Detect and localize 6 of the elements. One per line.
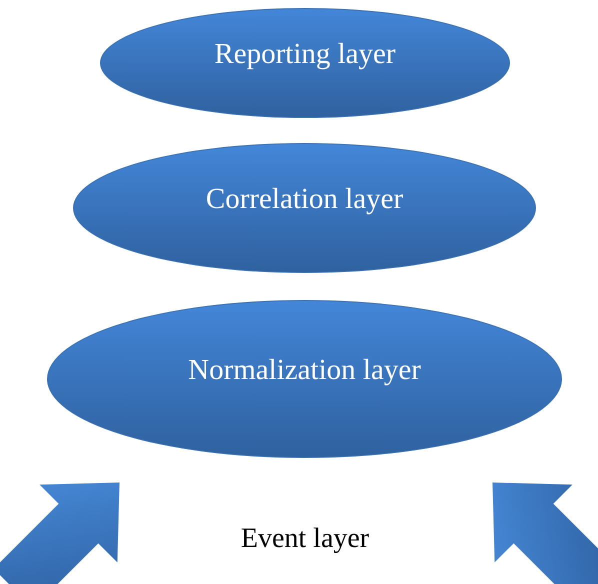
layer-label: Reporting layer bbox=[214, 40, 396, 72]
block-arrow bbox=[0, 482, 120, 584]
layer-label: Event layer bbox=[240, 525, 370, 553]
block-arrow bbox=[492, 482, 598, 584]
layer-label: Normalization layer bbox=[188, 356, 421, 388]
layer-label: Correlation layer bbox=[206, 184, 404, 216]
